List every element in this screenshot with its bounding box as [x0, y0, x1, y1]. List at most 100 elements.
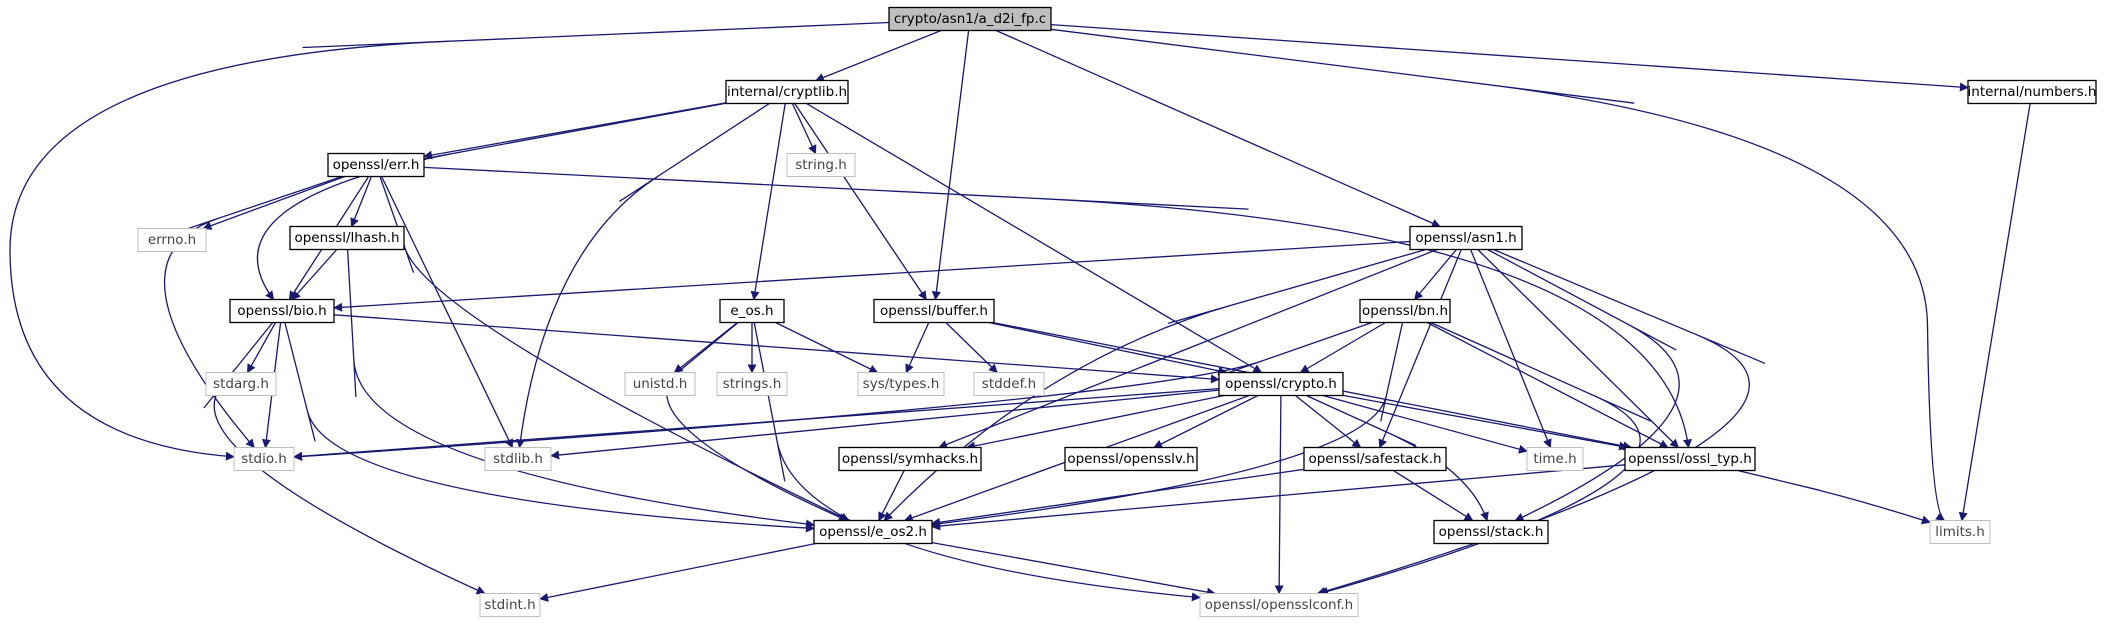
- node-box-stddef: [973, 372, 1045, 396]
- edge-lhash-to-eos2: [346, 249, 815, 529]
- edge-root-to-limits: [1050, 28, 1946, 522]
- node-buffer[interactable]: openssl/buffer.h: [873, 298, 995, 324]
- edge-asn1-to-safestack: [1378, 249, 1462, 449]
- node-label-opensslconf: openssl/opensslconf.h: [1205, 597, 1353, 613]
- node-box-bn: [1359, 298, 1451, 324]
- edge-eos-to-opensslconf: [753, 322, 1201, 602]
- edge-crypto-to-stdlib: [550, 389, 1220, 460]
- node-box-ossltyp: [1624, 446, 1756, 472]
- node-label-time: time.h: [1533, 451, 1576, 467]
- edge-crypto-to-stack: [1306, 394, 1489, 522]
- edge-crypto-to-symhacks: [966, 394, 1225, 451]
- node-label-safestack: openssl/safestack.h: [1308, 451, 1441, 467]
- node-stdio: stdio.h: [233, 447, 295, 471]
- node-label-stack: openssl/stack.h: [1439, 524, 1544, 540]
- node-unistd: unistd.h: [624, 372, 696, 396]
- edge-asn1-to-bn: [1414, 249, 1457, 301]
- node-root[interactable]: crypto/asn1/a_d2i_fp.c: [888, 6, 1052, 32]
- edge-ossltyp-to-limits: [1737, 469, 1931, 525]
- nodes-layer: crypto/asn1/a_d2i_fp.c internal/cryptlib.…: [137, 6, 2097, 617]
- node-time: time.h: [1526, 447, 1584, 471]
- node-label-asn1: openssl/asn1.h: [1415, 230, 1516, 246]
- edge-err-to-ossltyp: [423, 166, 1692, 449]
- node-box-asn1: [1409, 225, 1523, 251]
- node-box-stdint: [479, 593, 541, 617]
- edge-cryptlib-to-stdlib: [516, 102, 770, 449]
- edge-bn-to-stdio: [293, 321, 1373, 461]
- edge-eos2-to-stdint: [539, 542, 816, 602]
- node-stdlib: stdlib.h: [484, 447, 552, 471]
- node-box-stack: [1433, 519, 1549, 545]
- node-box-numbers: [1967, 79, 2097, 105]
- edge-crypto-to-opensslconf: [1274, 395, 1284, 595]
- node-box-crypto: [1218, 371, 1344, 397]
- node-box-root: [888, 6, 1052, 32]
- edge-asn1-to-bio: [333, 240, 1411, 312]
- node-label-symhacks: openssl/symhacks.h: [842, 451, 978, 467]
- edge-bn-to-ossltyp: [1426, 321, 1669, 449]
- node-box-buffer: [873, 298, 995, 324]
- node-stddef: stddef.h: [973, 372, 1045, 396]
- edge-bn-to-crypto: [1299, 321, 1386, 374]
- edge-asn1-to-time: [1469, 249, 1552, 449]
- node-stdint: stdint.h: [479, 593, 541, 617]
- node-label-stdint: stdint.h: [484, 597, 535, 613]
- node-label-stdarg: stdarg.h: [213, 376, 269, 392]
- edge-symhacks-to-eos2: [878, 470, 905, 522]
- edge-cryptlib-to-err: [423, 102, 727, 160]
- node-opensslv[interactable]: openssl/opensslv.h: [1064, 446, 1198, 472]
- edge-crypto-to-ossltyp: [1342, 394, 1629, 451]
- edge-err-to-lhash: [350, 176, 373, 228]
- node-label-eos2: openssl/e_os2.h: [819, 524, 927, 540]
- node-symhacks[interactable]: openssl/symhacks.h: [838, 446, 982, 472]
- node-label-bio: openssl/bio.h: [237, 303, 326, 319]
- node-asn1[interactable]: openssl/asn1.h: [1409, 225, 1523, 251]
- node-box-err: [327, 152, 425, 178]
- node-label-stdio: stdio.h: [241, 451, 287, 467]
- node-label-bn: openssl/bn.h: [1362, 303, 1448, 319]
- node-ossltyp[interactable]: openssl/ossl_typ.h: [1624, 446, 1756, 472]
- node-box-unistd: [624, 372, 696, 396]
- node-eos2[interactable]: openssl/e_os2.h: [813, 519, 933, 545]
- node-box-lhash: [289, 225, 405, 251]
- node-label-strings: strings.h: [723, 376, 782, 392]
- node-eos[interactable]: e_os.h: [719, 298, 785, 324]
- node-label-ossltyp: openssl/ossl_typ.h: [1628, 451, 1752, 467]
- node-box-limits: [1929, 520, 1991, 544]
- edge-asn1-to-opensslconf: [1316, 248, 1765, 596]
- node-box-errno: [137, 228, 207, 252]
- node-box-symhacks: [838, 446, 982, 472]
- edge-crypto-to-stdio: [293, 387, 1220, 461]
- node-cryptlib[interactable]: internal/cryptlib.h: [725, 79, 849, 105]
- node-box-eos: [719, 298, 785, 324]
- node-err[interactable]: openssl/err.h: [327, 152, 425, 178]
- node-stack[interactable]: openssl/stack.h: [1433, 519, 1549, 545]
- node-box-eos2: [813, 519, 933, 545]
- edge-asn1-to-ossltyp: [1477, 249, 1679, 449]
- node-safestack[interactable]: openssl/safestack.h: [1303, 446, 1447, 472]
- node-label-opensslv: openssl/opensslv.h: [1067, 451, 1194, 467]
- edge-asn1-to-eos2: [883, 248, 1426, 522]
- edge-root-to-numbers: [1050, 23, 1969, 92]
- node-label-limits: limits.h: [1935, 524, 1985, 540]
- edge-err-to-errno: [202, 175, 345, 230]
- node-numbers[interactable]: internal/numbers.h: [1967, 79, 2097, 105]
- node-bio[interactable]: openssl/bio.h: [229, 298, 335, 324]
- node-box-bio: [229, 298, 335, 324]
- edge-root-to-cryptlib: [814, 29, 942, 82]
- edge-crypto-to-opensslv: [1153, 394, 1259, 449]
- node-box-stdlib: [484, 447, 552, 471]
- node-strings: strings.h: [716, 372, 788, 396]
- edge-root-to-buffer: [931, 30, 970, 301]
- edge-cryptlib-to-buffer: [794, 103, 927, 301]
- edge-cryptlib-to-crypto: [806, 102, 1263, 374]
- edge-err-to-eos2: [379, 176, 850, 522]
- node-label-eos: e_os.h: [730, 303, 773, 319]
- edges-layer: [9, 21, 2031, 602]
- node-label-root: crypto/asn1/a_d2i_fp.c: [894, 11, 1046, 27]
- node-label-buffer: openssl/buffer.h: [880, 303, 988, 319]
- node-lhash[interactable]: openssl/lhash.h: [289, 225, 405, 251]
- node-crypto[interactable]: openssl/crypto.h: [1218, 371, 1344, 397]
- node-bn[interactable]: openssl/bn.h: [1359, 298, 1451, 324]
